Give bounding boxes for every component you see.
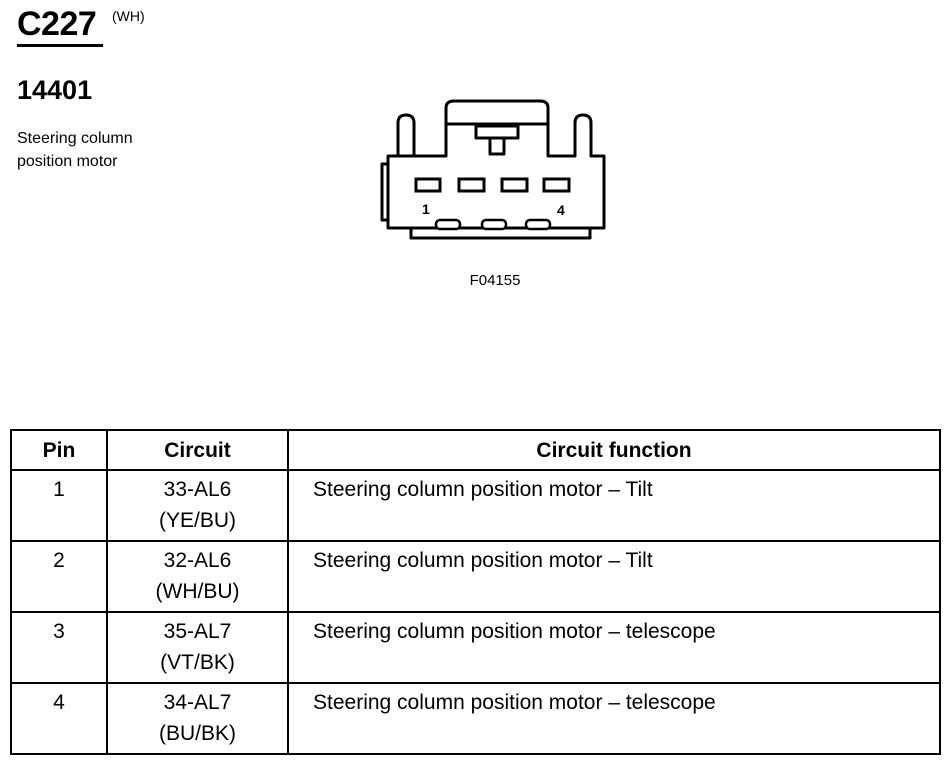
pin-cavity xyxy=(457,177,486,193)
wire-color: (WH/BU) xyxy=(155,580,240,603)
wire-color: (YE/BU) xyxy=(158,509,236,532)
circuit-cell: 34-AL7 (BU/BK) xyxy=(106,682,289,755)
connector-face-drawing: 1 4 xyxy=(380,99,606,240)
wire-color: (VT/BK) xyxy=(160,651,235,674)
figure-id: F04155 xyxy=(469,272,521,289)
header-circuit-function: Circuit function xyxy=(287,429,941,471)
connector-body-outline xyxy=(386,99,606,230)
circuit-number: 35-AL7 xyxy=(163,620,232,643)
function-cell: Steering column position motor – telesco… xyxy=(287,682,941,755)
table-header-row: Pin Circuit Circuit function xyxy=(10,429,941,471)
pin-label-1: 1 xyxy=(422,201,430,217)
pin-table: Pin Circuit Circuit function 1 33-AL6 (Y… xyxy=(10,429,941,755)
circuit-number: 34-AL7 xyxy=(163,691,232,714)
left-flange xyxy=(380,162,390,222)
function-cell: Steering column position motor – Tilt xyxy=(287,469,941,542)
pin-cell: 2 xyxy=(10,540,108,613)
pin-cavity xyxy=(414,177,442,193)
pin-cavity xyxy=(500,177,529,193)
pin-cavity xyxy=(542,177,571,193)
header-circuit: Circuit xyxy=(106,429,289,471)
part-number: 14401 xyxy=(17,75,93,105)
table-row: 2 32-AL6 (WH/BU) Steering column positio… xyxy=(10,540,941,613)
pin-cell: 1 xyxy=(10,469,108,542)
component-name: Steering column position motor xyxy=(17,130,133,170)
table-row: 4 34-AL7 (BU/BK) Steering column positio… xyxy=(10,682,941,755)
title-underline xyxy=(17,44,103,47)
circuit-cell: 33-AL6 (YE/BU) xyxy=(106,469,289,542)
function-cell: Steering column position motor – telesco… xyxy=(287,611,941,684)
keyway-bump xyxy=(524,218,552,231)
pin-label-4: 4 xyxy=(557,202,565,218)
pin-cell: 4 xyxy=(10,682,108,755)
circuit-cell: 32-AL6 (WH/BU) xyxy=(106,540,289,613)
table-row: 3 35-AL7 (VT/BK) Steering column positio… xyxy=(10,611,941,684)
function-cell: Steering column position motor – Tilt xyxy=(287,540,941,613)
connector-id: C227 xyxy=(17,5,97,43)
pin-cell: 3 xyxy=(10,611,108,684)
bottom-rail xyxy=(409,226,592,240)
keyway-bump xyxy=(434,218,462,231)
header-pin: Pin xyxy=(10,429,108,471)
circuit-cell: 35-AL7 (VT/BK) xyxy=(106,611,289,684)
table-row: 1 33-AL6 (YE/BU) Steering column positio… xyxy=(10,469,941,542)
connector-color-code: (WH) xyxy=(112,8,145,24)
latch-tab xyxy=(474,124,520,156)
wire-color: (BU/BK) xyxy=(158,722,236,745)
keyway-bump xyxy=(480,218,508,231)
circuit-number: 33-AL6 xyxy=(163,478,232,501)
circuit-number: 32-AL6 xyxy=(163,549,232,572)
